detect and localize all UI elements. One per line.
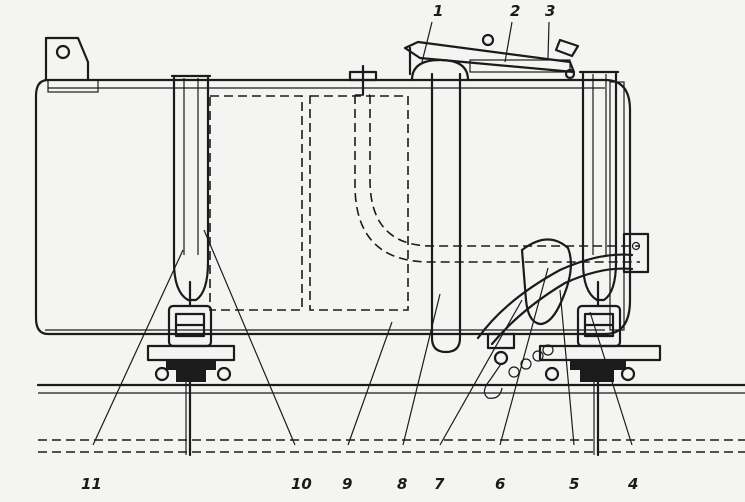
intake-pipe: [354, 94, 640, 263]
label-5: 5: [569, 475, 579, 493]
label-9: 9: [342, 475, 352, 493]
internal-baffles: [209, 95, 409, 311]
label-6: 6: [495, 475, 505, 493]
leader-lines: [92, 21, 633, 446]
label-1: 1: [433, 2, 443, 20]
drain-plug: [483, 332, 554, 399]
filler-cap: [403, 33, 580, 82]
tank-body: [34, 78, 632, 336]
vent-cap: [348, 64, 378, 96]
label-4: 4: [627, 475, 638, 493]
end-bracket: [622, 232, 650, 274]
strap-right: [578, 70, 620, 302]
label-7: 7: [434, 475, 445, 493]
strap-left: [170, 74, 212, 302]
mounting-ear: [44, 36, 99, 93]
frame-rail: [36, 383, 745, 453]
label-3: 3: [545, 2, 555, 20]
bracket-right: [538, 280, 662, 457]
bracket-left: [146, 280, 236, 457]
label-2: 2: [510, 2, 520, 20]
callouts: 1 2 3 4 5 6 7 8 9 10 11: [81, 2, 638, 493]
filler-pipe: [430, 72, 462, 354]
label-11: 11: [81, 475, 102, 493]
breather-hose: [476, 238, 634, 346]
label-10: 10: [291, 475, 312, 493]
label-8: 8: [397, 475, 407, 493]
